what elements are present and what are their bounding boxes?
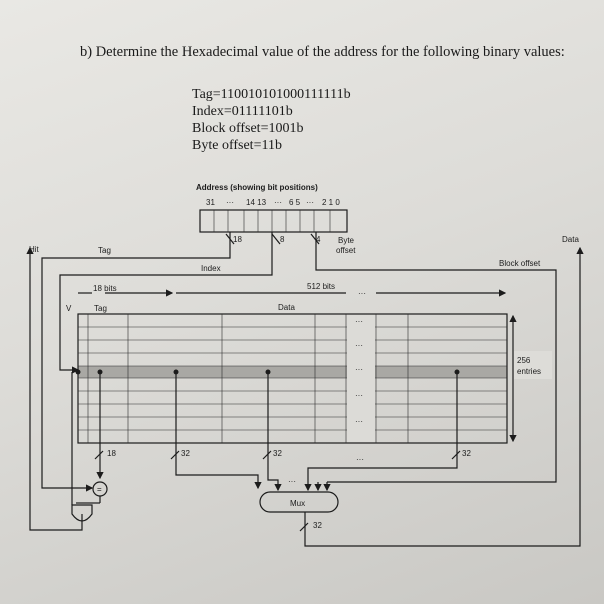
bit-2-1-0: 2 1 0 (322, 198, 340, 207)
bit-dots-3: ··· (306, 198, 314, 207)
index-value: Index=01111101b (192, 104, 293, 119)
tag-line (41, 232, 231, 492)
entries-label: entries (517, 367, 541, 376)
tag-width: 18 (233, 235, 242, 244)
data-label: Data (562, 235, 579, 244)
hit-label: Hit (29, 245, 40, 254)
entries-count: 256 (517, 356, 531, 365)
bit-14-13: 14 13 (246, 198, 267, 207)
data-line-4 (304, 372, 458, 492)
table-ellipsis-1: ··· (355, 317, 363, 326)
index-label: Index (201, 264, 221, 273)
data2-width: 32 (273, 449, 282, 458)
bus-ellipsis: ··· (356, 455, 364, 464)
tag-line-label: Tag (98, 246, 111, 255)
mux (259, 491, 339, 513)
table-ellipsis-5: ··· (355, 417, 363, 426)
block-offset-value: Block offset=1001b (192, 121, 304, 136)
byte-offset-label-1: Byte (338, 236, 355, 245)
block-offset-line (315, 232, 557, 483)
data-line-2 (267, 372, 282, 492)
and-gate (71, 504, 93, 522)
mux-input-ellipsis: ··· (288, 477, 296, 486)
index-width: 8 (280, 235, 285, 244)
address-title: Address (showing bit positions) (196, 183, 318, 192)
bits-512-label: 512 bits (307, 282, 335, 291)
cache-table: ··· ··· ··· ··· ··· (77, 313, 508, 444)
comparator-symbol: = (97, 485, 102, 494)
table-ellipsis-2: ··· (355, 341, 363, 350)
table-ellipsis-4: ··· (355, 391, 363, 400)
data-line-1 (175, 372, 262, 490)
bit-31: 31 (206, 198, 215, 207)
bits-512-ellipsis: ··· (358, 289, 366, 298)
col-v-label: V (66, 304, 72, 313)
block-offset-label: Block offset (499, 259, 541, 268)
data4-width: 32 (462, 449, 471, 458)
index-line (59, 232, 273, 374)
byte-offset-label-2: offset (336, 246, 356, 255)
byte-width: 4 (316, 235, 321, 244)
byte-offset-value: Byte offset=11b (192, 138, 282, 153)
tag-value: Tag=110010101000111111b (192, 87, 351, 102)
table-ellipsis-3: ··· (355, 365, 363, 374)
mux-out-width: 32 (313, 521, 322, 530)
tag-out-width: 18 (107, 449, 116, 458)
bit-dots-1: ··· (226, 198, 234, 207)
bits-18-label: 18 bits (93, 284, 117, 293)
col-tag-label: Tag (94, 304, 107, 313)
bit-dots-2: ··· (274, 198, 282, 207)
bit-6-5: 6 5 (289, 198, 301, 207)
selected-row (78, 366, 507, 378)
col-data-label: Data (278, 303, 295, 312)
address-box (199, 209, 348, 233)
hit-line (26, 246, 83, 531)
binary-values-list: Tag=110010101000111111b Index=01111101b … (192, 86, 351, 154)
question-text: b) Determine the Hexadecimal value of th… (80, 44, 565, 60)
mux-label: Mux (290, 499, 305, 508)
data-output-line (304, 246, 584, 547)
data1-width: 32 (181, 449, 190, 458)
